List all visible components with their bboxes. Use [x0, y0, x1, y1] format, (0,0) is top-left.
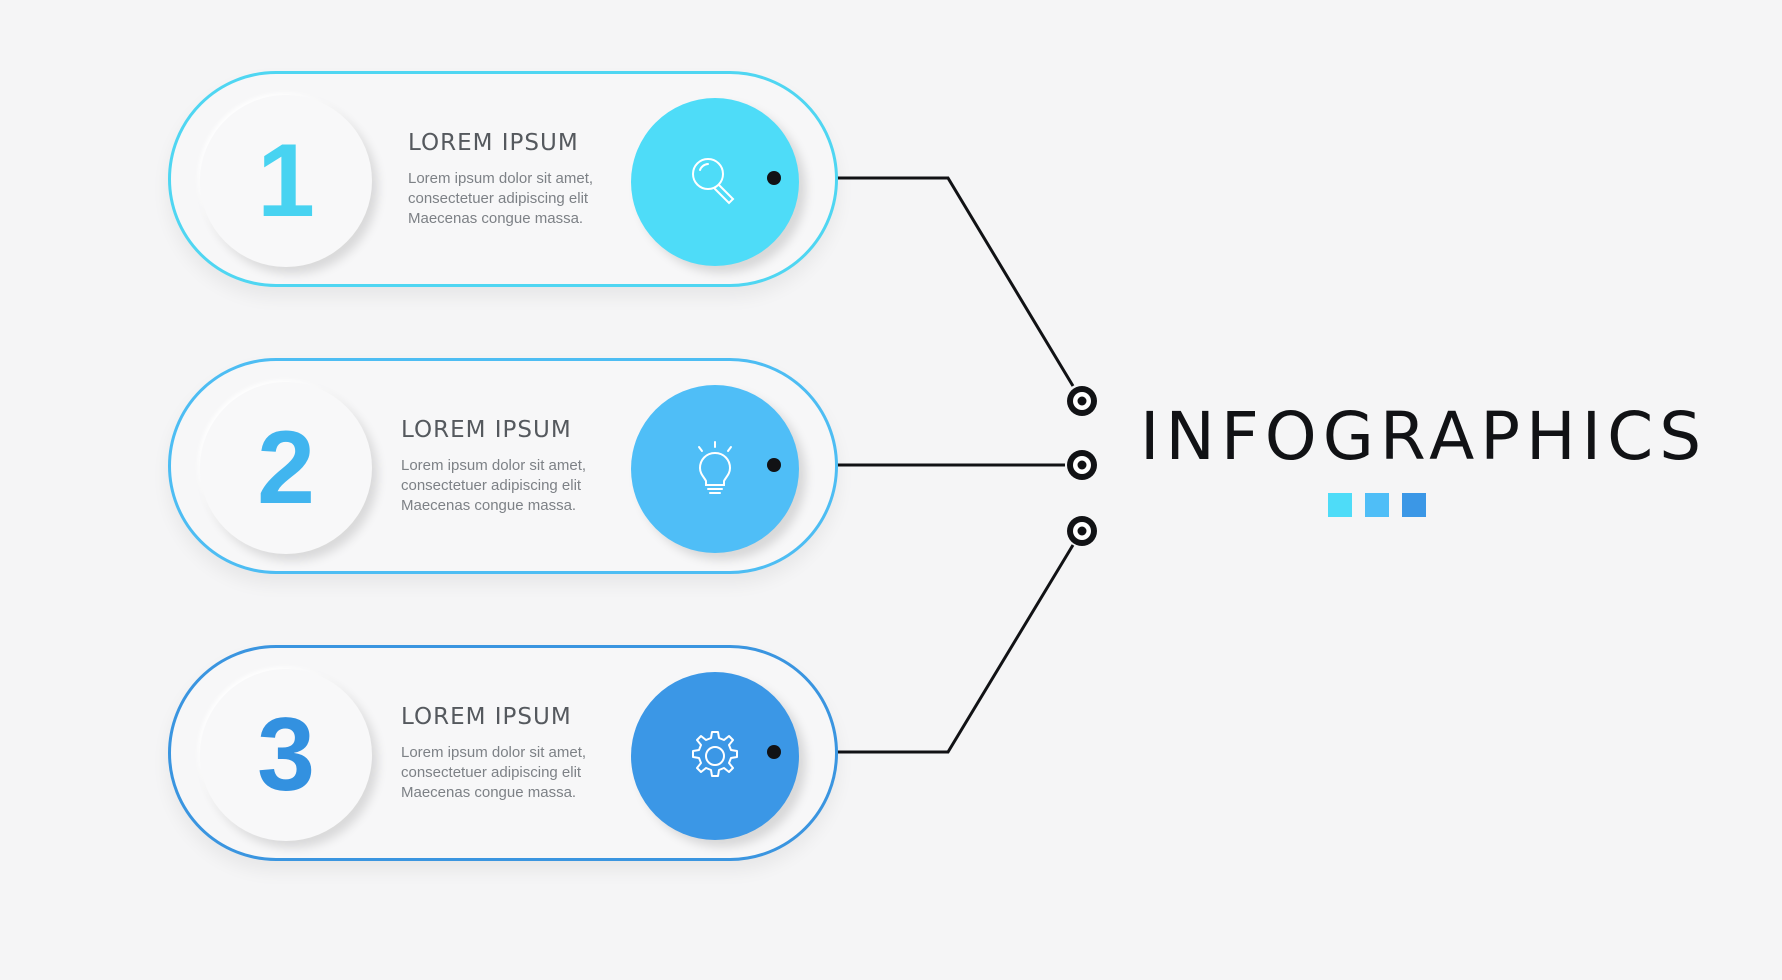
- step-number: 2: [257, 410, 315, 526]
- step-description: Lorem ipsum dolor sit amet, consectetuer…: [401, 457, 587, 514]
- step-title: LOREM IPSUM: [401, 704, 572, 730]
- step-title: LOREM IPSUM: [401, 417, 572, 443]
- gear-icon: [692, 731, 738, 777]
- step-icon-disc: [631, 98, 799, 266]
- step-number-disc: 2: [200, 382, 372, 554]
- step-icon-disc: [631, 672, 799, 840]
- step-icon-disc: [631, 385, 799, 553]
- color-swatch-2: [1365, 493, 1389, 517]
- step-description: Lorem ipsum dolor sit amet, consectetuer…: [401, 744, 587, 801]
- step-number: 3: [257, 697, 315, 813]
- color-swatch-1: [1328, 493, 1352, 517]
- hub-node-3: [1067, 516, 1097, 546]
- color-swatches: [1328, 493, 1426, 517]
- step-card-2: 2 LOREM IPSUM Lorem ipsum dolor sit amet…: [168, 358, 838, 574]
- step-number-disc: 1: [200, 95, 372, 267]
- step-title: LOREM IPSUM: [408, 130, 579, 156]
- infographic-heading: INFOGRAPHICS: [1140, 398, 1708, 475]
- color-swatch-3: [1402, 493, 1426, 517]
- hub-node-2: [1067, 450, 1097, 480]
- hub-node-1: [1067, 386, 1097, 416]
- step-description: Lorem ipsum dolor sit amet, consectetuer…: [408, 170, 594, 227]
- search-icon: [692, 158, 735, 205]
- step-card-1: 1 LOREM IPSUM Lorem ipsum dolor sit amet…: [168, 71, 838, 287]
- step-number-disc: 3: [200, 669, 372, 841]
- step-number: 1: [257, 123, 315, 239]
- step-card-3: 3 LOREM IPSUM Lorem ipsum dolor sit amet…: [168, 645, 838, 861]
- lightbulb-icon: [698, 441, 732, 494]
